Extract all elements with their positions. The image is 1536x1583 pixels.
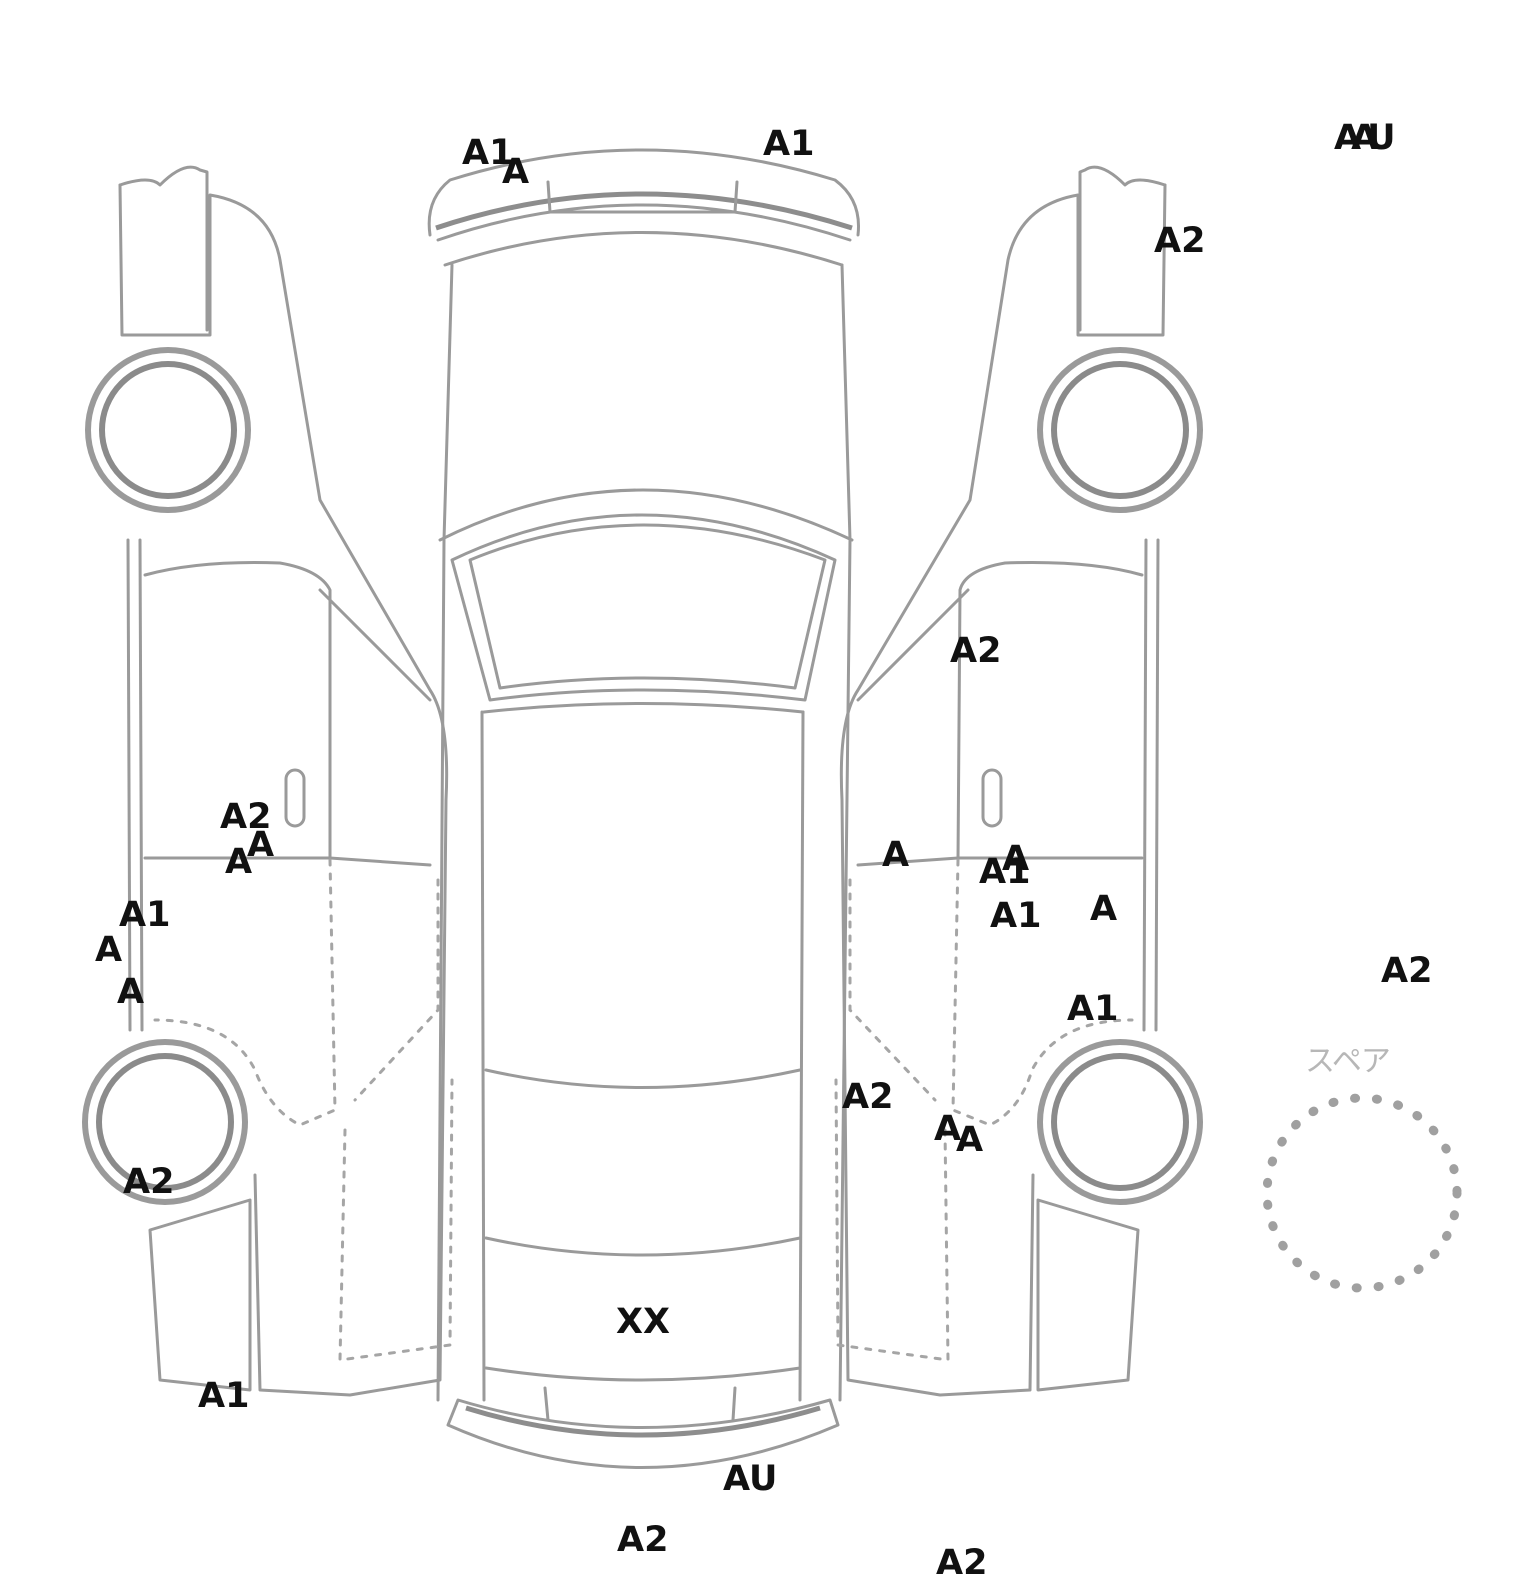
damage-mark: AU	[723, 1459, 778, 1499]
front-bumper	[427, 148, 861, 267]
damage-mark: A2	[936, 1543, 988, 1583]
damage-mark: A	[95, 930, 123, 970]
damage-mark: A1	[198, 1376, 250, 1416]
damage-mark: A1	[119, 895, 171, 935]
damage-mark: A	[247, 825, 275, 865]
damage-mark: A	[502, 152, 530, 192]
damage-mark: AAU	[1334, 118, 1395, 158]
right-side-view	[834, 165, 1167, 1397]
right-rear-wheel	[1037, 1039, 1203, 1205]
damage-mark: A2	[617, 1520, 669, 1560]
damage-mark: A1	[1067, 989, 1119, 1029]
damage-mark: A1	[763, 124, 815, 164]
rear-bumper	[446, 1386, 840, 1469]
spare-tire-circle	[1262, 1093, 1462, 1293]
spare-tire-label: スペア	[1305, 1044, 1391, 1079]
damage-mark: A1	[462, 133, 514, 173]
damage-mark: A1	[990, 896, 1042, 936]
damage-mark: A	[882, 835, 910, 875]
damage-mark: A2	[123, 1162, 175, 1202]
damage-mark: A2	[1381, 951, 1433, 991]
damage-mark: A2	[1154, 221, 1206, 261]
damage-mark: A	[225, 842, 253, 882]
damage-mark: A	[1090, 889, 1118, 929]
damage-mark: A	[117, 972, 145, 1012]
damage-mark: A	[956, 1120, 984, 1160]
right-front-wheel	[1037, 347, 1203, 513]
damage-mark: XX	[616, 1302, 670, 1342]
left-front-wheel	[85, 347, 251, 513]
left-side-view	[118, 165, 454, 1397]
damage-mark: A1	[979, 852, 1031, 892]
damage-mark: A2	[950, 631, 1002, 671]
damage-mark: A2	[842, 1077, 894, 1117]
top-view-body	[436, 263, 854, 1402]
damage-mark: A	[934, 1109, 962, 1149]
damage-mark: A	[1002, 839, 1030, 879]
left-rear-wheel	[82, 1039, 248, 1205]
damage-mark: A2	[220, 797, 272, 837]
